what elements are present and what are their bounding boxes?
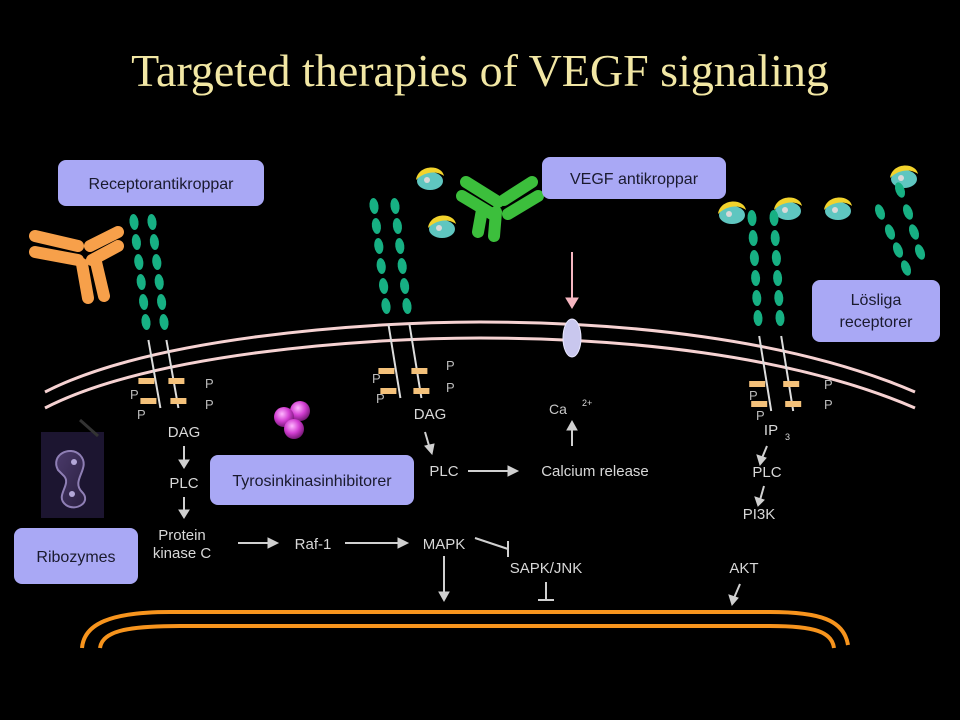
phospho-label: P — [824, 397, 833, 412]
soluble-receptors-label-1: Lösliga — [851, 292, 902, 309]
dag-mid-label: DAG — [414, 406, 447, 423]
mapk-label: MAPK — [423, 536, 466, 553]
phospho-label: P — [205, 397, 214, 412]
receptor-dimer — [369, 198, 430, 399]
ribozymes-label: Ribozymes — [36, 549, 115, 566]
akt-label: AKT — [729, 560, 758, 577]
plc-left-label: PLC — [169, 475, 198, 492]
receptor-antibody-icon — [29, 226, 124, 304]
receptor-dimer — [747, 210, 802, 412]
vegf-antibodies-box: VEGF antikroppar — [542, 157, 726, 199]
soluble-receptor-icon — [874, 182, 926, 276]
raf1-label: Raf-1 — [295, 536, 332, 553]
plc-mid-label: PLC — [429, 463, 458, 480]
vegf-ligand-icon — [428, 215, 456, 238]
phospho-label: P — [756, 408, 765, 423]
phospho-label: P — [749, 388, 758, 403]
vegf-ligand-icon — [774, 197, 802, 220]
receptor-dimer — [129, 214, 187, 409]
calcium-superscript: 2+ — [582, 398, 592, 408]
ip3-subscript: 3 — [785, 432, 790, 442]
slide-title: Targeted therapies of VEGF signaling — [131, 45, 829, 96]
calcium-label: Ca — [549, 401, 567, 417]
vegf-ligand-icon — [824, 197, 852, 220]
pi3k-label: PI3K — [743, 506, 776, 523]
tki-label: Tyrosinkinasinhibitorer — [232, 473, 392, 490]
calcium-channel-icon — [562, 318, 582, 358]
vegf-ligand-icon — [890, 165, 918, 188]
calcium-influx-arrow — [565, 252, 579, 309]
ribozyme-image-icon — [41, 418, 104, 518]
pkc-label-1: Protein — [158, 527, 206, 544]
ribozymes-box: Ribozymes — [14, 528, 138, 584]
vegf-antibody-icon — [456, 176, 544, 242]
vegf-ligand-icons — [416, 165, 918, 238]
phospho-label: P — [137, 407, 146, 422]
vegf-ligand-icon — [416, 167, 444, 190]
phospho-label: P — [446, 380, 455, 395]
phospho-label: P — [130, 387, 139, 402]
pathway-arrows — [178, 419, 768, 607]
soluble-receptors-label-2: receptorer — [840, 314, 914, 331]
kinase-inhibitor-molecule-icon — [274, 401, 310, 439]
phospho-label: P — [205, 376, 214, 391]
calcium-release-label: Calcium release — [541, 463, 649, 480]
receptor-antibodies-label: Receptorantikroppar — [89, 176, 235, 193]
nucleus-membrane — [80, 610, 850, 649]
vegf-ligand-icon — [718, 201, 746, 224]
soluble-receptors-box: Lösliga receptorer — [812, 280, 940, 342]
phospho-label: P — [824, 377, 833, 392]
phospho-label: P — [446, 358, 455, 373]
sapk-jnk-label: SAPK/JNK — [510, 560, 583, 577]
pkc-label-2: kinase C — [153, 545, 212, 562]
tki-box: Tyrosinkinasinhibitorer — [210, 455, 414, 505]
ip3-label: IP — [764, 422, 778, 439]
phospho-label: P — [376, 391, 385, 406]
receptor-antibodies-box: Receptorantikroppar — [58, 160, 264, 206]
phospho-label: P — [372, 371, 381, 386]
dag-left-label: DAG — [168, 424, 201, 441]
vegf-antibodies-label: VEGF antikroppar — [570, 171, 699, 188]
vegf-receptors — [129, 198, 802, 412]
plc-right-label: PLC — [752, 464, 781, 481]
